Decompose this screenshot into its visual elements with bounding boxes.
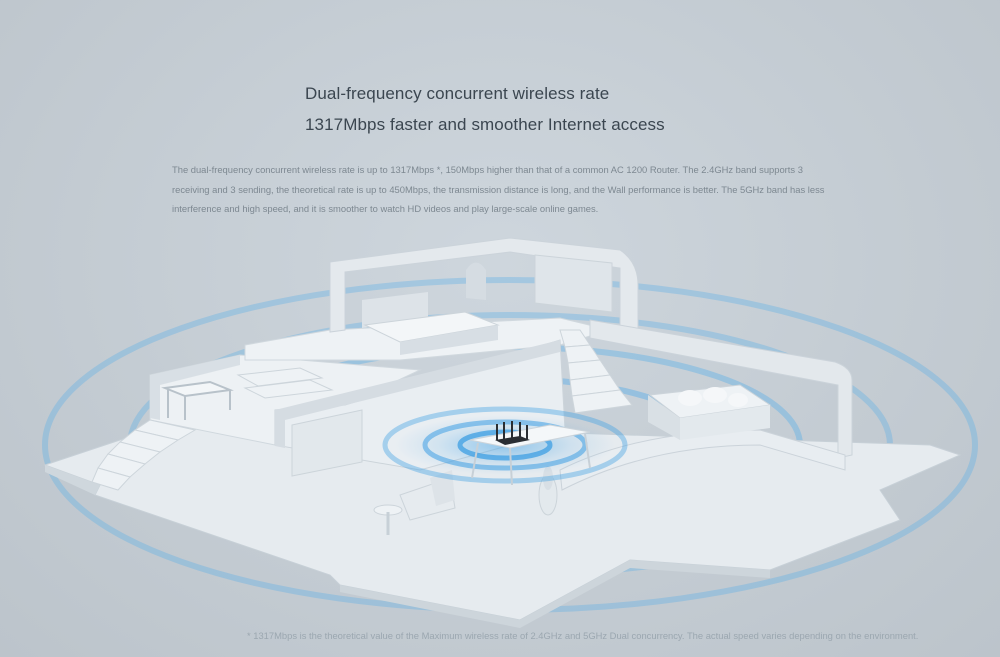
- floor-edge: [45, 465, 100, 495]
- bed: [362, 292, 500, 355]
- left-stairs: [91, 419, 197, 491]
- upper-stairs: [236, 367, 334, 399]
- wall-panel: [534, 254, 613, 313]
- headline-line-1: Dual-frequency concurrent wireless rate: [305, 84, 610, 103]
- armchair: [373, 470, 456, 535]
- curved-divider: [559, 429, 846, 491]
- right-room-wall: [589, 319, 853, 459]
- desk: [161, 380, 234, 420]
- feature-description: The dual-frequency concurrent wireless r…: [172, 164, 825, 214]
- floor-front-edge: [340, 560, 770, 628]
- footnote: * 1317Mbps is the theoretical value of t…: [247, 630, 919, 641]
- headline-line-2: 1317Mbps faster and smoother Internet ac…: [305, 115, 665, 134]
- back-wall: [329, 237, 639, 333]
- arched-window: [466, 262, 486, 300]
- mid-block-front: [275, 340, 560, 448]
- mid-wall-panel: [291, 409, 363, 477]
- router-icon: [495, 421, 530, 445]
- headline: Dual-frequency concurrent wireless rate …: [305, 78, 665, 140]
- sofa: [648, 384, 772, 440]
- right-stairs: [559, 329, 633, 414]
- left-wall: [150, 355, 240, 420]
